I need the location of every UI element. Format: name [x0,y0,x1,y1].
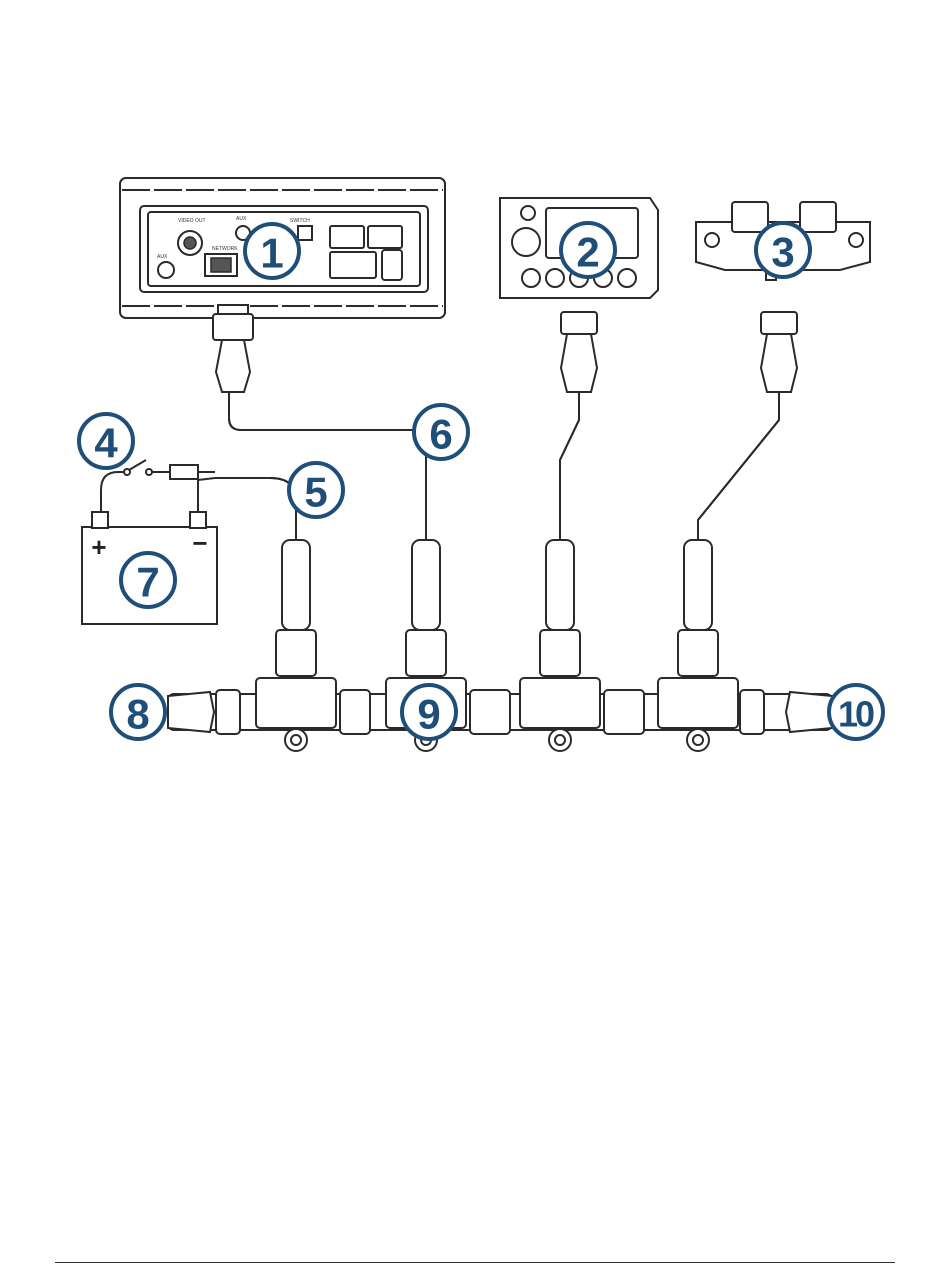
callout-8: 8 [111,685,165,739]
svg-text:AUX: AUX [157,254,168,260]
callout-7: 7 [121,553,175,607]
callout-6-number: 6 [429,411,452,458]
drop-cable-device-3 [698,334,797,540]
svg-text:AUX: AUX [236,216,247,222]
callout-5: 5 [289,463,343,517]
svg-text:SWITCH: SWITCH [290,218,310,224]
callout-1-number: 1 [260,230,283,277]
svg-text:VIDEO OUT: VIDEO OUT [178,218,206,224]
battery-positive-symbol: + [91,532,106,562]
callout-2: 2 [561,223,615,277]
drop-cable-device-2 [560,334,597,540]
callout-9-number: 9 [417,691,440,738]
callout-10-number: 10 [838,694,874,735]
svg-text:NETWORK: NETWORK [212,246,238,252]
callout-4-number: 4 [94,420,118,467]
callout-2-number: 2 [576,229,599,276]
callout-4: 4 [79,414,133,468]
callout-3-number: 3 [771,229,794,276]
callout-9: 9 [402,685,456,739]
network-backbone [168,540,832,751]
callout-1: 1 [245,224,299,278]
callout-7-number: 7 [136,559,159,606]
callout-10: 10 [829,685,883,739]
callout-5-number: 5 [304,469,327,516]
callout-3: 3 [756,223,810,277]
callout-8-number: 8 [126,691,149,738]
footer-divider [55,1262,895,1263]
battery-negative-symbol: − [192,528,207,558]
callout-6: 6 [414,405,468,459]
